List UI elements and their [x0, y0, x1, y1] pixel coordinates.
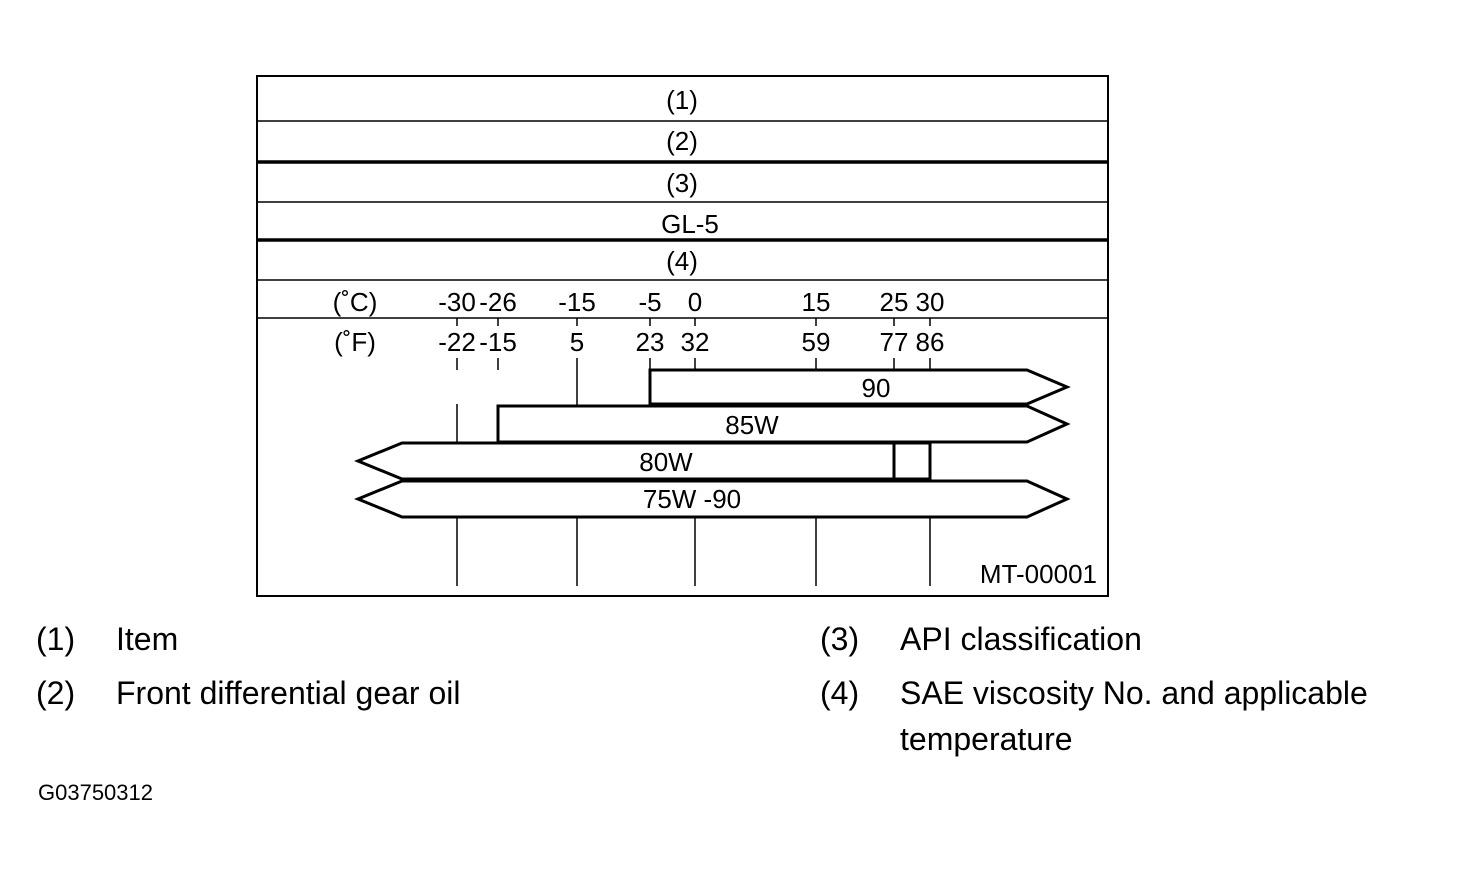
legend-item-2: (2) Front differential gear oil: [36, 670, 736, 716]
legend-number: (3): [820, 621, 860, 657]
row-gear-oil-label: (2): [666, 126, 698, 156]
fahrenheit-tick-label: 77: [880, 327, 909, 357]
fahrenheit-unit-label: (˚F): [334, 327, 376, 357]
fahrenheit-tick-label: 23: [636, 327, 665, 357]
celsius-tick-label: 0: [688, 287, 702, 317]
figure-code: G03750312: [38, 780, 153, 805]
row-api-label: (3): [666, 168, 698, 198]
row-item-label: (1): [666, 85, 698, 115]
oil-viscosity-bands: 90 85W 80W 75W -90: [354, 368, 1071, 519]
celsius-tick-label: 25: [880, 287, 909, 317]
oil-band: [496, 404, 1071, 444]
oil-band: [354, 479, 1071, 519]
oil-band-label: 90: [862, 373, 891, 403]
legend-text: Front differential gear oil: [116, 675, 461, 711]
celsius-tick-label: -5: [638, 287, 661, 317]
legend-number: (2): [36, 675, 76, 711]
api-classification-value: GL-5: [661, 209, 719, 239]
oil-band-label: 85W: [725, 410, 779, 440]
fahrenheit-tick-label: -15: [479, 327, 517, 357]
celsius-tick-label: -15: [558, 287, 596, 317]
oil-band-label: 80W: [639, 447, 693, 477]
legend-number: (4): [820, 675, 860, 711]
legend-item-3: (3) API classification: [820, 616, 1460, 662]
fahrenheit-tick-label: -22: [438, 327, 476, 357]
fahrenheit-tick-label: 5: [570, 327, 584, 357]
celsius-tick-label: 30: [916, 287, 945, 317]
celsius-tick-label: 15: [802, 287, 831, 317]
fahrenheit-tick-label: 59: [802, 327, 831, 357]
diagram-code: MT-00001: [980, 559, 1097, 589]
fahrenheit-tick-label: 32: [681, 327, 710, 357]
legend-text: SAE viscosity No. and applicable tempera…: [900, 675, 1368, 757]
legend-text: API classification: [900, 621, 1142, 657]
oil-band: [354, 441, 932, 481]
temperature-gridlines: [456, 358, 931, 586]
legend-number: (1): [36, 621, 76, 657]
celsius-tick-label: -26: [479, 287, 517, 317]
fahrenheit-tick-label: 86: [916, 327, 945, 357]
legend-text: Item: [116, 621, 179, 657]
diagram-frame: [256, 75, 1109, 597]
oil-band-label: 75W -90: [643, 484, 741, 514]
celsius-tick-label: -30: [438, 287, 476, 317]
legend-item-4: (4) SAE viscosity No. and applicable tem…: [820, 670, 1460, 762]
celsius-unit-label: (˚C): [333, 287, 378, 317]
row-sae-label: (4): [666, 246, 698, 276]
oil-band: [648, 368, 1071, 406]
legend-item-1: (1) Item: [36, 616, 736, 662]
